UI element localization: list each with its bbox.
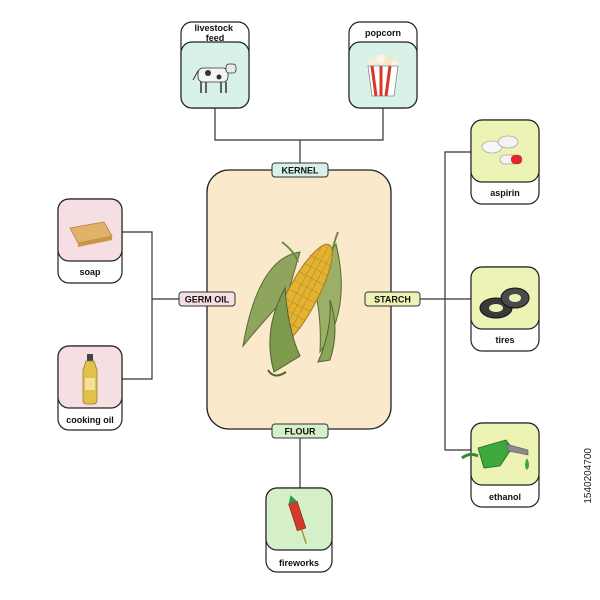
card-livestock-feed: livestock feed: [180, 21, 250, 109]
tag-germ-oil: GERM OIL: [178, 291, 236, 307]
corn-cob-image: [242, 231, 342, 377]
soap-bar-icon: [69, 221, 113, 247]
fuel-nozzle-icon: [461, 439, 529, 470]
card-popcorn: popcorn: [348, 21, 418, 109]
tires-icon: [479, 287, 530, 319]
tag-starch-label: STARCH: [374, 295, 411, 305]
card-ethanol: ethanol: [461, 422, 540, 508]
tag-kernel-label: KERNEL: [281, 166, 319, 176]
card-fireworks: fireworks: [265, 487, 333, 573]
card-tires-label: tires: [495, 335, 514, 345]
cow-icon: [192, 63, 237, 93]
card-cooking-oil: cooking oil: [57, 345, 123, 431]
card-aspirin: aspirin: [470, 119, 540, 205]
card-fireworks-label: fireworks: [279, 558, 319, 568]
tag-flour-label: FLOUR: [285, 427, 316, 437]
card-livestock-feed-label: livestock feed: [194, 23, 235, 43]
popcorn-bucket-icon: [367, 54, 399, 97]
card-soap-label: soap: [79, 267, 101, 277]
pills-icon: [481, 135, 523, 165]
card-popcorn-label: popcorn: [365, 28, 401, 38]
card-ethanol-label: ethanol: [489, 492, 521, 502]
tag-flour: FLOUR: [271, 423, 329, 439]
connector-lines: [122, 108, 478, 492]
tag-germ-oil-label: GERM OIL: [185, 295, 230, 305]
tag-starch: STARCH: [364, 291, 421, 307]
card-tires: tires: [470, 266, 540, 352]
tag-kernel: KERNEL: [271, 162, 329, 178]
card-livestock-feed-label-line2: feed: [206, 33, 225, 43]
firework-rocket-icon: [288, 495, 307, 544]
card-cooking-oil-label: cooking oil: [66, 415, 114, 425]
card-aspirin-label: aspirin: [490, 188, 520, 198]
card-soap: soap: [57, 198, 123, 284]
card-livestock-feed-label-line1: livestock: [194, 23, 234, 33]
oil-bottle-icon: [82, 354, 98, 405]
side-id-text: 1540204700: [583, 448, 594, 504]
